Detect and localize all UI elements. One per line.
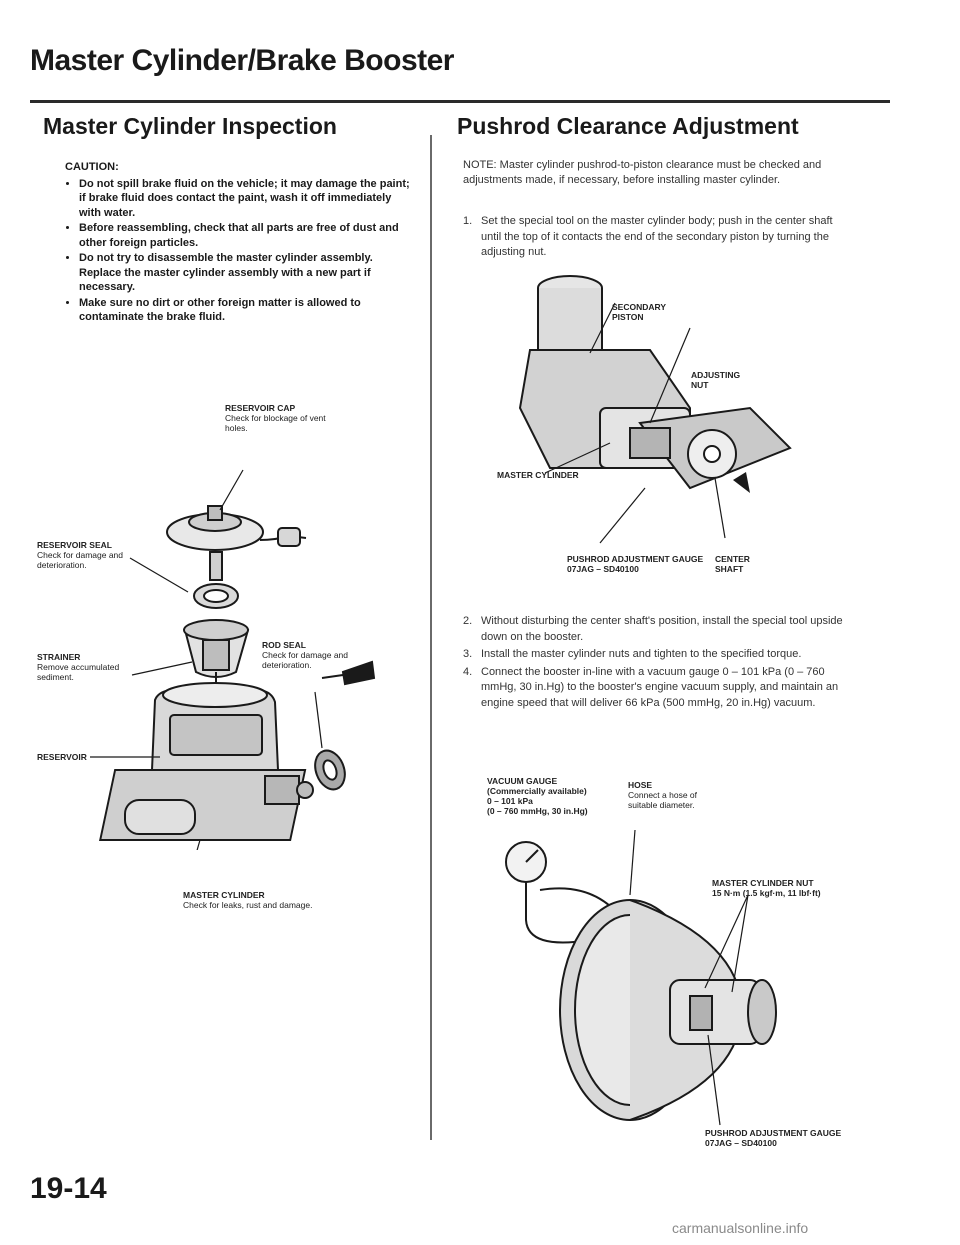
label-adjusting-nut: ADJUSTING NUT <box>691 370 741 390</box>
caution-heading: CAUTION: <box>65 161 119 173</box>
booster-vacuum-illustration <box>505 829 777 1126</box>
steps-list: 2.Without disturbing the center shaft's … <box>463 614 848 713</box>
section-title-pushrod: Pushrod Clearance Adjustment <box>457 113 799 139</box>
label-hose: HOSE Connect a hose of suitable diameter… <box>628 780 697 810</box>
caution-item: Before reassembling, check that all part… <box>79 221 415 250</box>
label-rod-seal: ROD SEAL Check for damage and deteriorat… <box>262 640 348 670</box>
step-item: 2.Without disturbing the center shaft's … <box>463 615 843 643</box>
step-item: 3.Install the master cylinder nuts and t… <box>463 648 802 660</box>
label-center-shaft: CENTER SHAFT <box>715 554 750 574</box>
label-master-cylinder: MASTER CYLINDER Check for leaks, rust an… <box>183 890 313 910</box>
column-divider <box>430 135 432 1140</box>
label-secondary-piston: SECONDARY PISTON <box>612 302 666 322</box>
master-cylinder-illustration <box>90 469 376 850</box>
label-vacuum-gauge: VACUUM GAUGE (Commercially available) 0 … <box>487 776 588 816</box>
label-reservoir-seal: RESERVOIR SEAL Check for damage and dete… <box>37 540 123 570</box>
label-mc-nut: MASTER CYLINDER NUT 15 N·m (1.5 kgf·m, 1… <box>712 878 821 898</box>
page-number: 19-14 <box>30 1172 107 1205</box>
watermark: carmanualsonline.info <box>672 1220 809 1236</box>
header-rule <box>30 100 890 103</box>
step-item: 4.Connect the booster in-line with a vac… <box>463 665 839 709</box>
section-title-inspection: Master Cylinder Inspection <box>43 113 337 139</box>
caution-item: Do not try to disassemble the master cyl… <box>79 251 415 295</box>
label-master-cylinder-2: MASTER CYLINDER <box>497 470 579 480</box>
caution-item: Make sure no dirt or other foreign matte… <box>79 296 415 325</box>
caution-item: Do not spill brake fluid on the vehicle;… <box>79 177 415 221</box>
step-1: 1.Set the special tool on the master cyl… <box>463 215 833 258</box>
label-reservoir-cap: RESERVOIR CAP Check for blockage of vent… <box>225 403 326 433</box>
label-pushrod-gauge-2: PUSHROD ADJUSTMENT GAUGE 07JAG – SD40100 <box>705 1128 842 1148</box>
note-text: NOTE: Master cylinder pushrod-to-piston … <box>463 159 822 186</box>
pushrod-gauge-illustration <box>518 275 792 544</box>
label-pushrod-gauge: PUSHROD ADJUSTMENT GAUGE 07JAG – SD40100 <box>567 554 704 574</box>
label-strainer: STRAINER Remove accumulated sediment. <box>37 652 120 682</box>
label-reservoir: RESERVOIR <box>37 752 87 762</box>
caution-block: CAUTION: Do not spill brake fluid on the… <box>65 160 415 326</box>
page-title: Master Cylinder/Brake Booster <box>30 44 455 77</box>
caution-list: Do not spill brake fluid on the vehicle;… <box>65 177 415 325</box>
